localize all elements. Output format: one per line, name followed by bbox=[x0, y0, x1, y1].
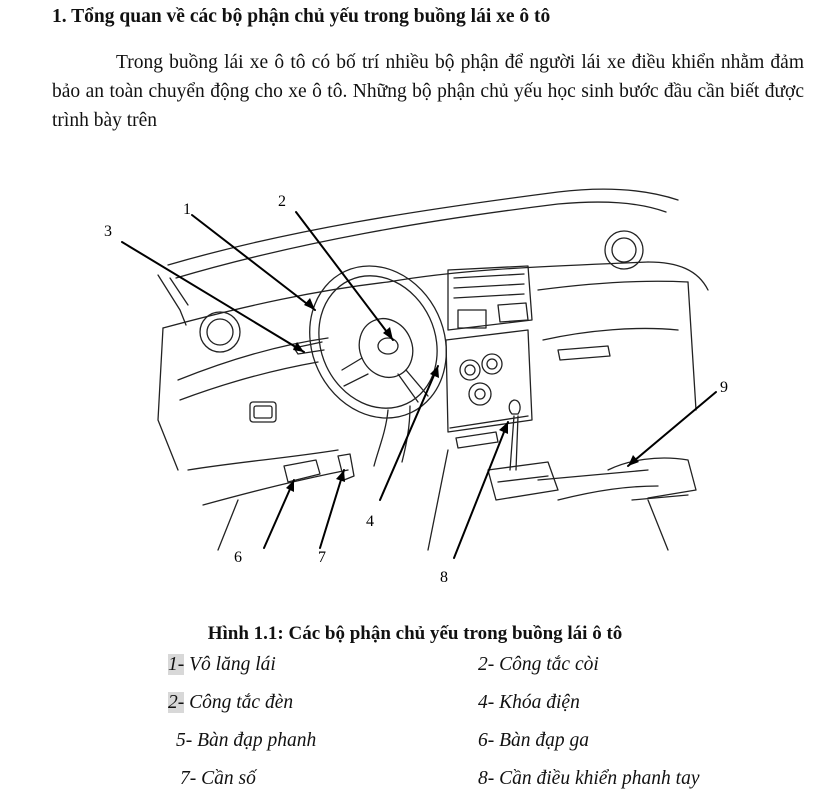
legend-prefix: 4- bbox=[478, 692, 495, 713]
legend-label: Công tắc còi bbox=[499, 654, 599, 675]
callout-3: 3 bbox=[104, 223, 112, 240]
legend-prefix: 2- bbox=[168, 692, 185, 713]
callout-4: 4 bbox=[366, 513, 374, 530]
legend-item: 2- Công tắc còi bbox=[478, 654, 599, 676]
legend-label: Cần số bbox=[201, 768, 256, 789]
callout-leaders bbox=[121, 211, 717, 559]
legend-item: 8- Cần điều khiển phanh tay bbox=[478, 768, 700, 790]
figure-caption: Hình 1.1: Các bộ phận chủ yếu trong buồn… bbox=[207, 623, 623, 644]
legend-item: 5- Bàn đạp phanh bbox=[176, 730, 316, 752]
legend-prefix: 5- bbox=[176, 730, 193, 751]
legend-prefix: 8- bbox=[478, 768, 495, 789]
cockpit-illustration: 1 2 3 4 6 7 8 9 bbox=[104, 188, 728, 586]
cockpit-drawing bbox=[157, 188, 709, 551]
legend-label: Bàn đạp ga bbox=[499, 730, 590, 751]
section-heading: 1. Tổng quan về các bộ phận chủ yếu tron… bbox=[52, 6, 551, 27]
legend-label: Khóa điện bbox=[499, 692, 580, 713]
legend-item: 6- Bàn đạp ga bbox=[478, 730, 589, 752]
intro-paragraph: Trong buồng lái xe ô tô có bố trí nhiều … bbox=[52, 52, 804, 131]
legend-item: 4- Khóa điện bbox=[478, 692, 580, 714]
legend-list: 1- Vô lăng lái 2- Công tắc còi 2- Công t… bbox=[0, 654, 830, 804]
callout-6: 6 bbox=[234, 549, 242, 566]
callout-2: 2 bbox=[278, 193, 286, 210]
callout-7: 7 bbox=[318, 549, 326, 566]
legend-prefix: 6- bbox=[478, 730, 495, 751]
callout-9: 9 bbox=[720, 379, 728, 396]
legend-label: Vô lăng lái bbox=[189, 654, 276, 675]
callout-numbers: 1 2 3 4 6 7 8 9 bbox=[104, 193, 728, 586]
legend-label: Bàn đạp phanh bbox=[197, 730, 317, 751]
legend-item: 1- Vô lăng lái bbox=[168, 654, 276, 676]
legend-label: Công tắc đèn bbox=[189, 692, 294, 713]
callout-1: 1 bbox=[183, 201, 191, 218]
legend-item: 2- Công tắc đèn bbox=[168, 692, 293, 714]
legend-prefix: 2- bbox=[478, 654, 495, 675]
legend-prefix: 1- bbox=[168, 654, 185, 675]
legend-prefix: 7- bbox=[180, 768, 197, 789]
legend-item: 7- Cần số bbox=[180, 768, 256, 790]
callout-8: 8 bbox=[440, 569, 448, 586]
legend-label: Cần điều khiển phanh tay bbox=[499, 768, 700, 789]
